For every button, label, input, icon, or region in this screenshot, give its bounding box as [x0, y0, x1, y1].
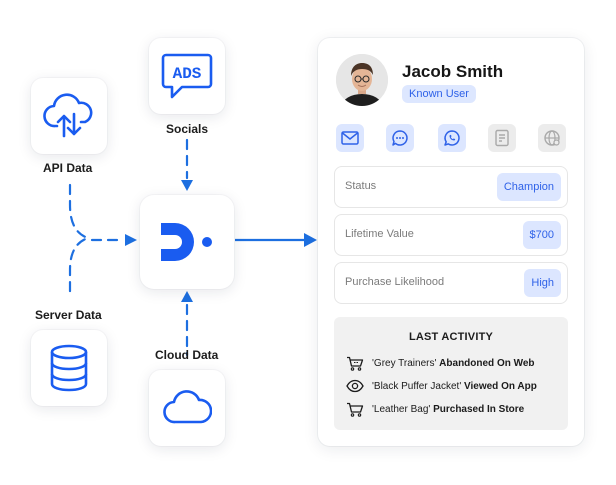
- server-data-label: Server Data: [35, 308, 102, 322]
- socials-arrowhead: [181, 180, 193, 191]
- database-icon: [50, 344, 88, 392]
- device-channel[interactable]: [488, 124, 516, 152]
- activity-item-action: Abandoned On Web: [439, 358, 535, 369]
- whatsapp-icon: [444, 130, 460, 146]
- web-icon: [544, 130, 560, 146]
- whatsapp-channel[interactable]: [438, 124, 466, 152]
- api-data-label: API Data: [43, 161, 93, 175]
- avatar: [336, 54, 388, 106]
- api-data-tile: [31, 78, 107, 154]
- hub-tile: [140, 195, 234, 289]
- cloud-data-tile: [149, 370, 225, 446]
- lifetime-value-field: Lifetime Value $700: [334, 214, 568, 256]
- activity-item-action: Viewed On App: [464, 381, 537, 392]
- cart-icon: [347, 356, 364, 371]
- merge-arrowhead: [125, 234, 137, 246]
- cloud-sync-icon: [43, 93, 93, 138]
- status-label: Status: [345, 180, 377, 192]
- cart-icon: [347, 402, 364, 417]
- cloud-icon: [163, 390, 212, 424]
- customer-name: Jacob Smith: [402, 62, 504, 81]
- socials-tile: ADS: [149, 38, 225, 114]
- server-data-tile: [31, 330, 107, 406]
- purchase-likelihood-value: High: [524, 269, 561, 297]
- activity-item-name: 'Leather Bag': [372, 404, 431, 415]
- ads-icon-text: ADS: [173, 65, 202, 83]
- activity-item-name: 'Grey Trainers': [372, 358, 437, 369]
- ads-speech-bubble-icon: ADS: [161, 53, 213, 99]
- customer-profile-card: Jacob Smith Known User: [318, 38, 584, 446]
- email-channel[interactable]: [336, 124, 364, 152]
- avatar-portrait: [336, 54, 388, 106]
- last-activity-panel: LAST ACTIVITY 'Grey Trainers' Abandoned …: [334, 317, 568, 430]
- brand-logo-icon: [161, 223, 212, 261]
- web-channel[interactable]: [538, 124, 566, 152]
- activity-item-action: Purchased In Store: [433, 404, 525, 415]
- socials-label: Socials: [166, 122, 209, 136]
- eye-icon: [346, 379, 364, 393]
- known-user-badge: Known User: [402, 85, 476, 103]
- purchase-likelihood-field: Purchase Likelihood High: [334, 262, 568, 304]
- status-field: Status Champion: [334, 166, 568, 208]
- lifetime-value-label: Lifetime Value: [345, 228, 414, 240]
- lifetime-value-value: $700: [522, 221, 561, 249]
- chat-icon: [392, 130, 408, 146]
- email-icon: [341, 131, 359, 145]
- purchase-likelihood-label: Purchase Likelihood: [345, 276, 445, 288]
- activity-item-name: 'Black Puffer Jacket': [372, 381, 462, 392]
- api-server-connector: [68, 183, 92, 300]
- last-activity-title: LAST ACTIVITY: [408, 331, 494, 343]
- device-icon: [495, 129, 509, 147]
- cloud-arrowhead: [181, 291, 193, 302]
- chat-channel[interactable]: [386, 124, 414, 152]
- cloud-data-label: Cloud Data: [155, 348, 219, 362]
- status-value: Champion: [496, 173, 561, 201]
- output-arrowhead: [304, 233, 317, 247]
